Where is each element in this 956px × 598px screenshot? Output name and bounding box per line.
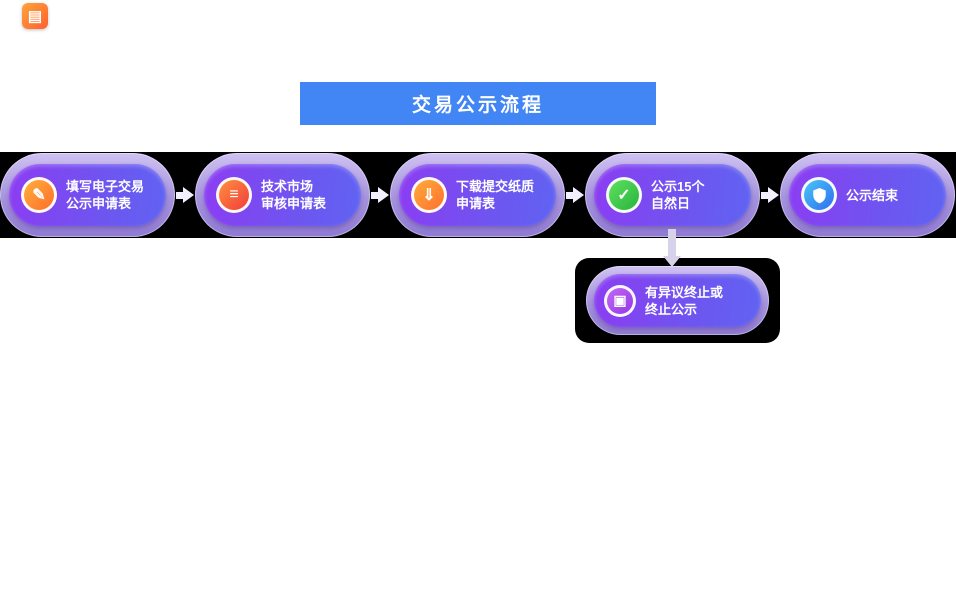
step-label-line2: 终止公示 — [645, 301, 698, 317]
flow-connector — [760, 187, 780, 203]
step-label-line2: 申请表 — [456, 196, 496, 211]
form-edit-icon-glyph: ✎ — [32, 187, 46, 204]
download-icon-glyph: ⇓ — [422, 187, 436, 204]
flow-step-5: 公示结束 — [780, 153, 955, 237]
step-label-line1: 有异议终止或 — [645, 284, 724, 300]
terminate-icon: ▣ — [604, 284, 636, 317]
flow-connector — [175, 187, 195, 203]
step-capsule: ✓ 公示15个 自然日 — [585, 153, 760, 237]
review-list-icon: ≡ — [216, 177, 252, 213]
step-pill: ▣ 有异议终止或 终止公示 — [594, 274, 761, 327]
step-label: 技术市场 审核申请表 — [261, 178, 326, 212]
page-title-text: 交易公示流程 — [411, 95, 544, 116]
terminate-icon-glyph: ▣ — [613, 292, 627, 308]
step-capsule: ✎ 填写电子交易 公示申请表 — [0, 153, 175, 237]
step-label: 公示15个 自然日 — [651, 178, 704, 212]
step-label: 有异议终止或 终止公示 — [645, 284, 723, 318]
flow-branch: ▣ 有异议终止或 终止公示 — [575, 258, 780, 343]
step-label-line1: 公示15个 — [651, 179, 705, 194]
step-label-line1: 下载提交纸质 — [456, 179, 535, 194]
flow-step-4: ✓ 公示15个 自然日 — [585, 153, 760, 237]
check-icon: ✓ — [606, 177, 642, 213]
arrow-right-icon — [761, 187, 779, 203]
document-icon-glyph: ▤ — [27, 8, 43, 25]
download-icon: ⇓ — [411, 177, 447, 213]
step-label-line2: 审核申请表 — [261, 196, 327, 211]
step-capsule: ≡ 技术市场 审核申请表 — [195, 153, 370, 237]
page-title: 交易公示流程 — [300, 82, 656, 125]
flow-step-3: ⇓ 下载提交纸质 申请表 — [390, 153, 565, 237]
step-pill: ≡ 技术市场 审核申请表 — [204, 164, 361, 226]
step-label-line2: 自然日 — [651, 196, 691, 211]
shield-icon — [801, 177, 837, 213]
check-icon-glyph: ✓ — [617, 187, 631, 204]
step-pill: ✎ 填写电子交易 公示申请表 — [9, 164, 166, 226]
step-label: 下载提交纸质 申请表 — [456, 178, 534, 212]
step-capsule: 公示结束 — [780, 153, 955, 237]
step-pill: ✓ 公示15个 自然日 — [594, 164, 751, 226]
shield-icon-shape — [812, 187, 826, 203]
step-capsule: ▣ 有异议终止或 终止公示 — [586, 266, 769, 335]
document-icon: ▤ — [22, 3, 48, 29]
arrow-right-icon — [176, 187, 194, 203]
step-pill: 公示结束 — [789, 164, 946, 226]
step-label: 公示结束 — [846, 187, 898, 204]
step-label-line1: 填写电子交易 — [66, 179, 145, 194]
step-label-line2: 公示申请表 — [66, 196, 132, 211]
flow-connector — [370, 187, 390, 203]
step-capsule: ⇓ 下载提交纸质 申请表 — [390, 153, 565, 237]
flow-connector — [565, 187, 585, 203]
form-edit-icon: ✎ — [21, 177, 57, 213]
arrow-right-icon — [371, 187, 389, 203]
step-pill: ⇓ 下载提交纸质 申请表 — [399, 164, 556, 226]
flow-step-1: ✎ 填写电子交易 公示申请表 — [0, 153, 175, 237]
step-label-line1: 技术市场 — [261, 179, 314, 194]
arrow-right-icon — [566, 187, 584, 203]
flow-band: ✎ 填写电子交易 公示申请表 ≡ 技术市场 审核申请表 — [0, 152, 956, 238]
arrow-down-icon — [663, 229, 681, 267]
step-label-line1: 公示结束 — [846, 187, 899, 203]
flow-step-2: ≡ 技术市场 审核申请表 — [195, 153, 370, 237]
step-label: 填写电子交易 公示申请表 — [66, 178, 144, 212]
review-list-icon-glyph: ≡ — [229, 186, 239, 203]
